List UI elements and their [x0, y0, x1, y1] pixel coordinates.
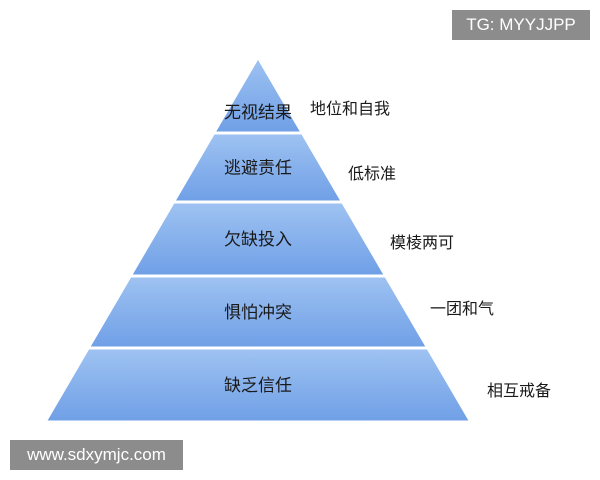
pyramid-layer-label-5: 缺乏信任 [224, 376, 292, 396]
pyramid-layer-label-4: 惧怕冲突 [224, 303, 292, 323]
side-label-2: 低标准 [348, 164, 397, 183]
pyramid-layer-label-1: 无视结果 [224, 103, 292, 123]
pyramid-layer-label-2: 逃避责任 [224, 159, 292, 179]
side-label-4: 一团和气 [430, 299, 495, 318]
pyramid-layer-label-3: 欠缺投入 [224, 230, 292, 250]
pyramid-layer-5 [42, 346, 474, 424]
side-label-3: 模棱两可 [390, 233, 455, 252]
watermark-top: TG: MYYJJPP [452, 10, 590, 40]
watermark-bottom: www.sdxymjc.com [10, 440, 183, 470]
side-label-1: 地位和自我 [310, 99, 391, 118]
side-label-5: 相互戒备 [487, 381, 552, 400]
